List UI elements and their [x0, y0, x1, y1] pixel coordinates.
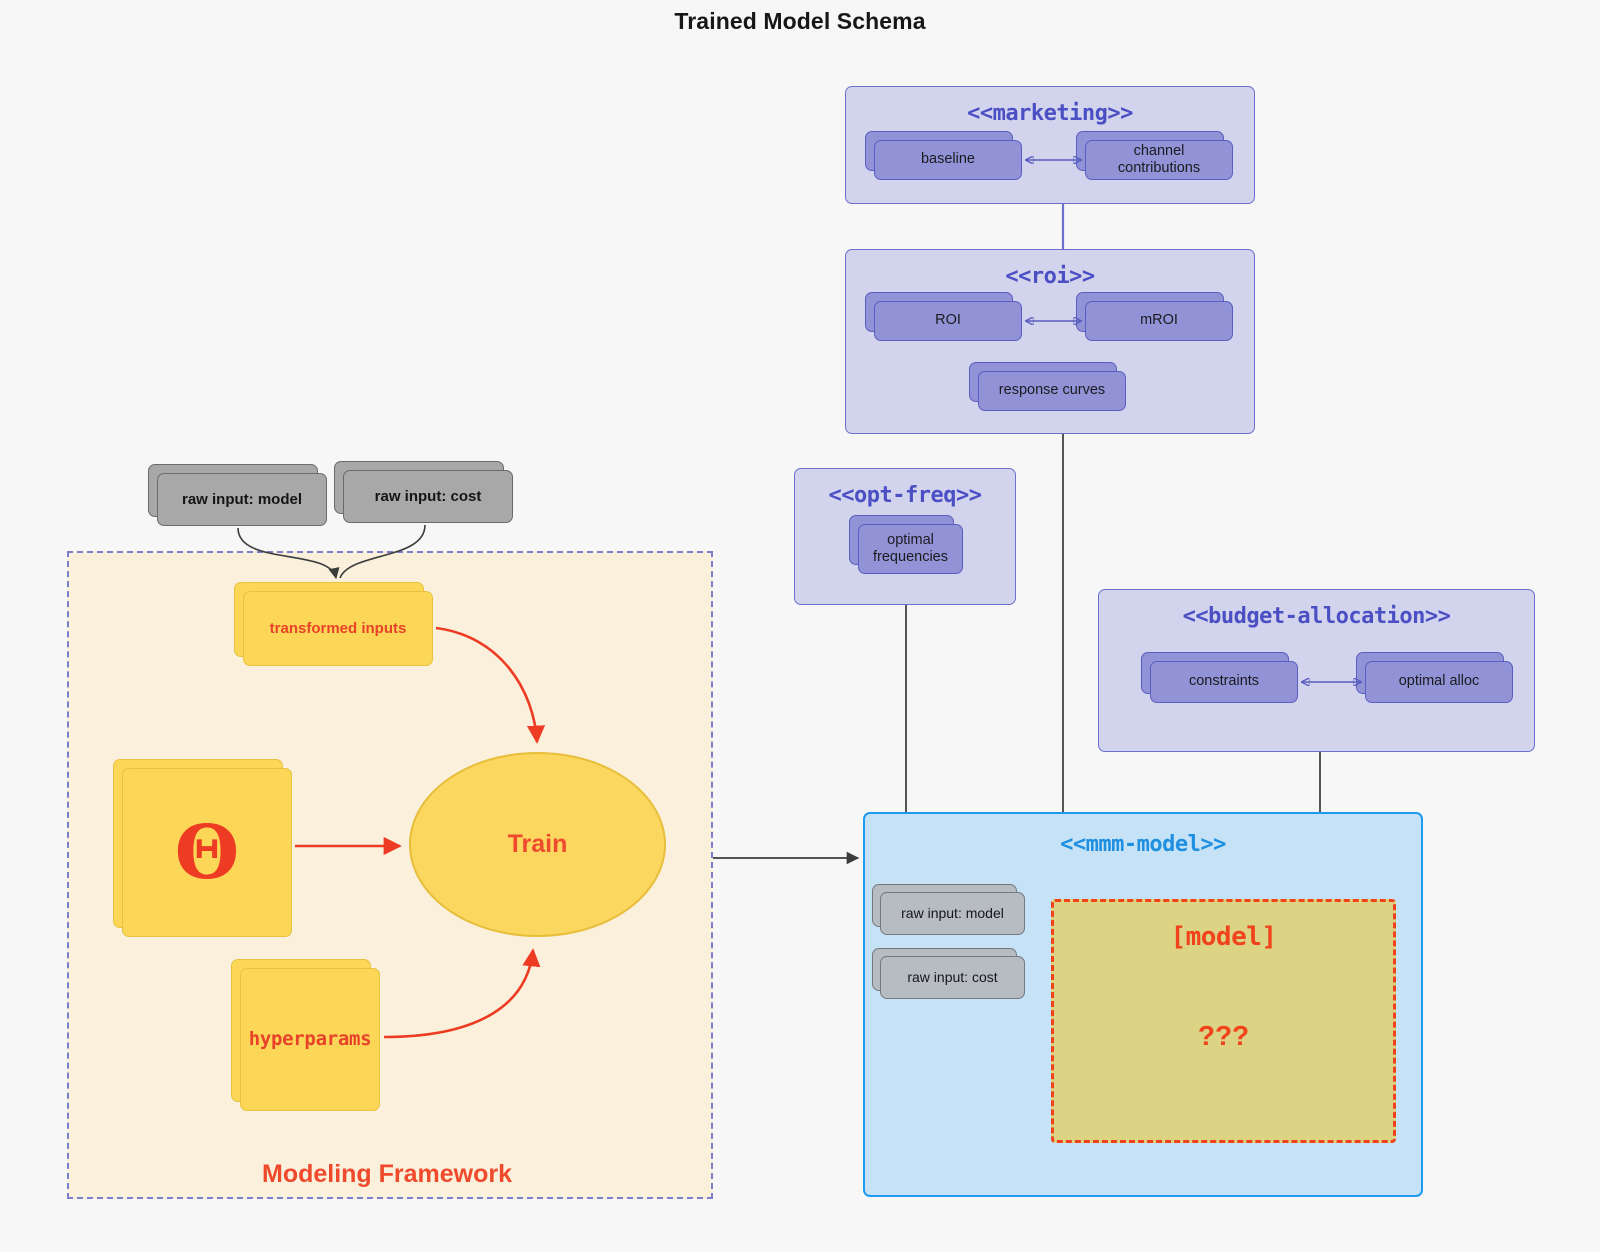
train-activity-label: Train: [507, 830, 568, 858]
node-optimal-frequencies[interactable]: optimal frequencies: [849, 515, 963, 574]
train-activity[interactable]: Train: [409, 752, 666, 937]
node-mroi-label: mROI: [1140, 312, 1178, 329]
node-optimal-frequencies-label: optimal frequencies: [873, 531, 948, 565]
card-face: [1085, 140, 1233, 180]
card-face: [978, 371, 1126, 411]
transformed-inputs-label: transformed inputs: [269, 619, 407, 637]
model-placeholder-title: [model]: [1170, 922, 1277, 952]
card-face: [858, 524, 963, 574]
card-face: [1085, 301, 1233, 341]
card-face: [1365, 661, 1513, 703]
node-optimal-alloc[interactable]: optimal alloc: [1356, 652, 1513, 703]
node-mroi[interactable]: mROI: [1076, 292, 1233, 341]
node-roi-label: ROI: [935, 312, 961, 329]
card-face: [343, 470, 513, 523]
model-placeholder[interactable]: [model] ???: [1051, 899, 1396, 1143]
package-opt-freq-title: <<opt-freq>>: [828, 483, 982, 508]
node-constraints[interactable]: constraints: [1141, 652, 1298, 703]
node-channel-contributions-label: channel contributions: [1117, 142, 1201, 176]
card-face: [243, 591, 433, 666]
raw-input-cost-label: raw input: cost: [374, 487, 482, 505]
card-face: [122, 768, 292, 937]
raw-input-model-card[interactable]: raw input: model: [148, 464, 327, 526]
node-mmm-raw-input-cost-label: raw input: cost: [907, 969, 998, 986]
node-response-curves-label: response curves: [998, 382, 1106, 399]
card-face: [240, 968, 380, 1111]
package-roi-title: <<roi>>: [1005, 264, 1095, 289]
theta-card[interactable]: Θ: [113, 759, 292, 937]
card-face: [874, 301, 1022, 341]
package-budget-allocation-title: <<budget-allocation>>: [1182, 604, 1451, 629]
node-response-curves[interactable]: response curves: [969, 362, 1126, 411]
card-face: [874, 140, 1022, 180]
node-optimal-alloc-label: optimal alloc: [1398, 673, 1480, 690]
theta-symbol-icon: Θ: [174, 809, 240, 896]
node-mmm-raw-input-cost[interactable]: raw input: cost: [872, 948, 1025, 999]
node-baseline-label: baseline: [920, 151, 975, 168]
raw-input-model-label: raw input: model: [182, 490, 302, 508]
node-constraints-label: constraints: [1188, 673, 1260, 690]
node-mmm-raw-input-model[interactable]: raw input: model: [872, 884, 1025, 935]
hyperparams-label: hyperparams: [248, 1028, 372, 1051]
model-placeholder-body: ???: [1197, 1020, 1250, 1051]
node-roi[interactable]: ROI: [865, 292, 1022, 341]
node-baseline[interactable]: baseline: [865, 131, 1022, 180]
card-face: [157, 473, 327, 526]
package-marketing-title: <<marketing>>: [967, 101, 1133, 126]
card-face: [1150, 661, 1298, 703]
raw-input-cost-card[interactable]: raw input: cost: [334, 461, 513, 523]
package-mmm-model-title: <<mmm-model>>: [1060, 832, 1226, 857]
modeling-framework-label: Modeling Framework: [262, 1160, 513, 1188]
card-face: [880, 956, 1025, 999]
hyperparams-card[interactable]: hyperparams: [231, 959, 380, 1111]
node-channel-contributions[interactable]: channel contributions: [1076, 131, 1233, 180]
transformed-inputs-card[interactable]: transformed inputs: [234, 582, 433, 666]
page-title: Trained Model Schema: [674, 8, 926, 34]
card-face: [880, 892, 1025, 935]
node-mmm-raw-input-model-label: raw input: model: [901, 905, 1004, 922]
